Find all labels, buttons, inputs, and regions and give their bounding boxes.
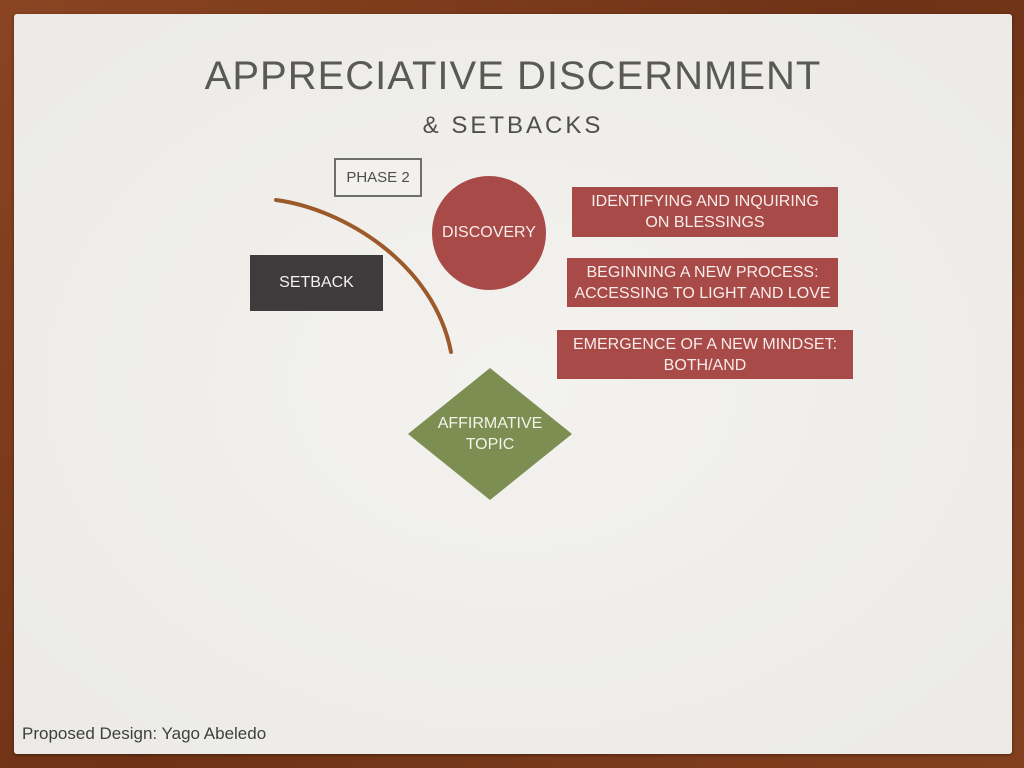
slide-title: APPRECIATIVE DISCERNMENT bbox=[204, 54, 822, 98]
diamond-polygon bbox=[408, 368, 572, 500]
discovery-circle: DISCOVERY bbox=[432, 176, 546, 290]
affirmative-topic-diamond: AFFIRMATIVE TOPIC bbox=[408, 368, 572, 500]
step-box-emergence: EMERGENCE OF A NEW MINDSET: BOTH/AND bbox=[557, 330, 853, 379]
affirmative-topic-line2: TOPIC bbox=[465, 436, 515, 453]
step-box-beginning: BEGINNING A NEW PROCESS: ACCESSING TO LI… bbox=[567, 258, 838, 307]
footer-credit: Proposed Design: Yago Abeledo bbox=[22, 724, 267, 743]
affirmative-topic-line1: AFFIRMATIVE bbox=[437, 415, 543, 432]
setback-box: SETBACK bbox=[250, 255, 383, 311]
step-line2: ACCESSING TO LIGHT AND LOVE bbox=[574, 284, 831, 302]
step-line1: IDENTIFYING AND INQUIRING bbox=[591, 193, 819, 210]
slide-subtitle: & SETBACKS bbox=[422, 112, 604, 139]
step-line2: BOTH/AND bbox=[663, 356, 747, 374]
step-line2: ON BLESSINGS bbox=[645, 214, 765, 231]
diamond-shape bbox=[408, 368, 572, 500]
step-line1: BEGINNING A NEW PROCESS: bbox=[586, 263, 819, 281]
step-line1: EMERGENCE OF A NEW MINDSET: bbox=[572, 335, 838, 353]
step-box-identifying: IDENTIFYING AND INQUIRING ON BLESSINGS bbox=[572, 187, 838, 237]
slide: APPRECIATIVE DISCERNMENT & SETBACKS PHAS… bbox=[14, 14, 1012, 754]
affirmative-topic-label: AFFIRMATIVE TOPIC bbox=[408, 368, 572, 500]
phase-label-box: PHASE 2 bbox=[334, 158, 422, 197]
